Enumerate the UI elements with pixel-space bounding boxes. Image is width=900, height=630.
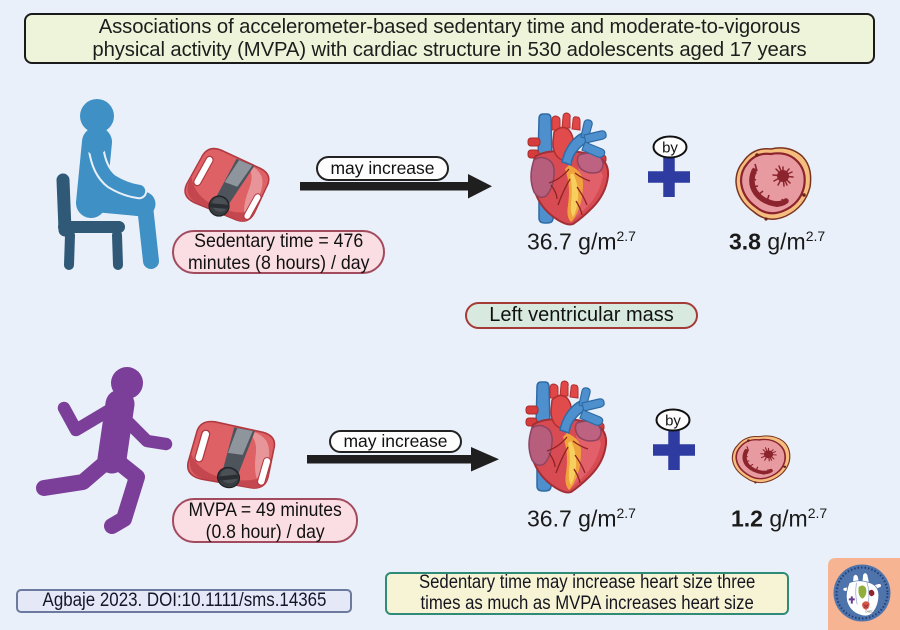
svg-text:CHEC: CHEC [865, 609, 873, 613]
